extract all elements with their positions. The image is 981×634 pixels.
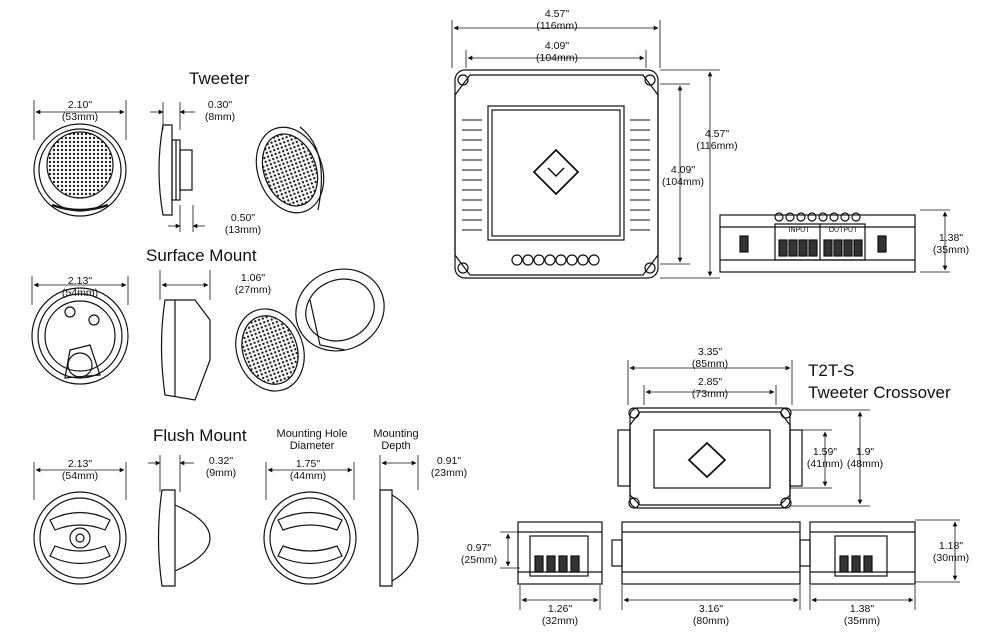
surface-front-view — [31, 287, 129, 385]
heading-crossover-model: T2T-S — [808, 361, 855, 380]
flush-dimension-lines — [33, 455, 419, 500]
crossover-dimension-lines — [500, 360, 960, 610]
dim-flush-mount-depth: 0.91"(23mm) — [430, 455, 468, 479]
dim-crossover-width-outer: 3.35"(85mm) — [691, 346, 729, 370]
label-mounting-depth: Mounting Depth — [373, 428, 419, 452]
heading-flush-mount: Flush Mount — [153, 426, 247, 445]
amp-top-view — [454, 69, 659, 279]
flush-hole-view — [263, 491, 357, 585]
crossover-end-view-1 — [517, 521, 603, 585]
heading-crossover-name: Tweeter Crossover — [808, 383, 951, 402]
dim-crossover-width-inner: 2.85"(73mm) — [691, 376, 729, 400]
dim-amp-thickness: 1.38"(35mm) — [932, 232, 970, 256]
tweeter-perspective-view — [255, 126, 325, 214]
tweeter-side-view — [158, 124, 193, 216]
dim-amp-height-outer: 4.57"(116mm) — [696, 128, 738, 152]
crossover-side-view — [611, 521, 811, 585]
dim-tweeter-flange: 0.50"(13mm) — [224, 212, 262, 236]
label-hole-diameter: Mounting Hole Diameter — [276, 428, 348, 452]
dim-crossover-height-outer: 1.9"(48mm) — [846, 446, 884, 470]
surface-side-view — [160, 299, 211, 401]
dim-surface-depth: 1.06"(27mm) — [234, 272, 272, 296]
heading-tweeter: Tweeter — [189, 69, 250, 88]
tweeter-dimension-lines — [33, 100, 205, 232]
amp-end-view — [719, 212, 916, 273]
dim-amp-width-outer: 4.57"(116mm) — [536, 8, 578, 32]
amp-output-label: OUTPUT — [828, 227, 858, 234]
dim-crossover-side-width: 3.16"(80mm) — [692, 603, 730, 627]
flush-side-view — [157, 489, 211, 587]
dim-flush-diameter: 2.13"(54mm) — [61, 458, 99, 482]
surface-dimension-lines — [31, 270, 211, 305]
flush-front-view — [33, 491, 127, 585]
dim-amp-height-inner: 4.09"(104mm) — [661, 164, 704, 188]
surface-perspective-view — [235, 268, 385, 392]
dim-crossover-end2-height: 1.18"(30mm) — [932, 540, 970, 564]
dim-tweeter-diameter: 2.10"(53mm) — [61, 99, 99, 123]
amp-input-label: INPUT — [788, 227, 810, 234]
dim-flush-hole: 1.75"(44mm) — [289, 458, 327, 482]
dim-crossover-end-width: 1.26"(32mm) — [541, 603, 579, 627]
crossover-end-view-2 — [809, 521, 916, 585]
dim-amp-width-inner: 4.09"(104mm) — [535, 40, 578, 64]
amp-dimension-lines — [451, 20, 950, 279]
heading-surface-mount: Surface Mount — [146, 246, 257, 265]
dim-crossover-end-height: 0.97"(25mm) — [460, 542, 498, 566]
dim-surface-diameter: 2.13"(54mm) — [61, 275, 99, 299]
crossover-top-view — [617, 407, 803, 509]
tweeter-front-view — [33, 123, 127, 217]
dim-crossover-height-inner: 1.59"(41mm) — [806, 446, 844, 470]
dim-crossover-end2-width: 1.38"(35mm) — [843, 603, 881, 627]
dim-tweeter-depth: 0.30"(8mm) — [204, 99, 236, 123]
dim-flush-depth: 0.32"(9mm) — [205, 455, 237, 479]
flush-depth-view — [379, 489, 419, 587]
